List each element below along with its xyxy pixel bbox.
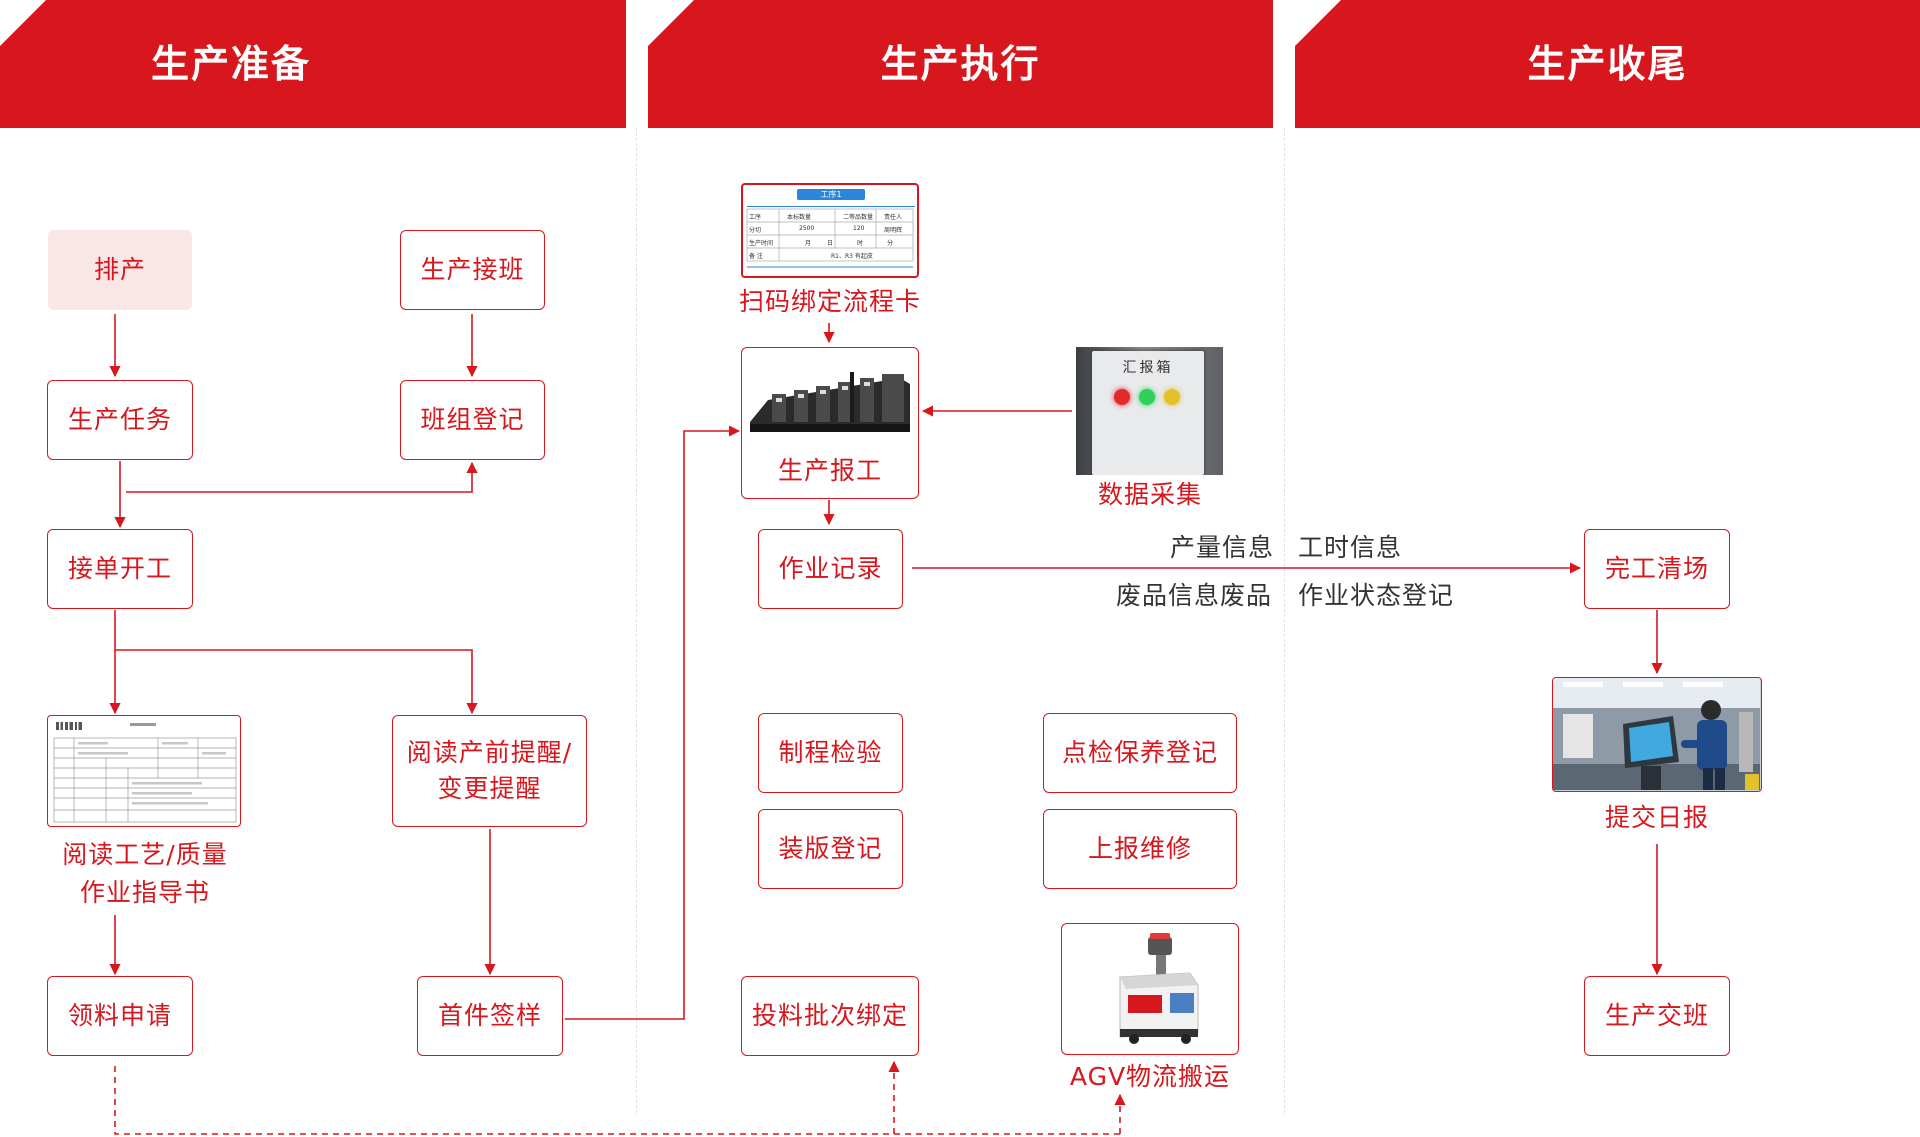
yellow-lamp bbox=[1164, 389, 1180, 405]
read-process-label: 阅读工艺/质量 作业指导书 bbox=[20, 836, 270, 912]
shift-handover-box: 生产交班 bbox=[1584, 976, 1730, 1056]
process-card-icon: 工序1 工序 本标数量 二等品数量 责任人 分切 2500 120 周明辉 生产… bbox=[741, 183, 919, 278]
work-instruction-drawing bbox=[53, 722, 237, 823]
card-r2v2: 日 bbox=[827, 240, 834, 247]
material-request-label: 领料申请 bbox=[67, 1001, 172, 1030]
job-record-box: 作业记录 bbox=[758, 529, 903, 609]
card-r1c1: 分切 bbox=[749, 227, 762, 234]
plate-register-label: 装版登记 bbox=[778, 834, 883, 863]
header-prepare: 生产准备 bbox=[0, 0, 626, 128]
card-r1c3: 120 bbox=[853, 225, 865, 232]
card-r2v1: 月 bbox=[805, 240, 812, 247]
report-box-name: 汇报箱 bbox=[1122, 360, 1174, 376]
card-title: 工序1 bbox=[797, 189, 865, 200]
column-separator bbox=[1284, 128, 1285, 1113]
completion-clear-label: 完工清场 bbox=[1604, 554, 1709, 583]
card-h2: 本标数量 bbox=[787, 214, 812, 221]
report-work-box: 生产报工 bbox=[741, 347, 919, 499]
task-label: 生产任务 bbox=[67, 405, 172, 434]
read-process-line2: 作业指导书 bbox=[79, 878, 210, 907]
schedule-label: 排产 bbox=[93, 255, 146, 284]
green-lamp bbox=[1139, 389, 1155, 405]
operator-terminal-icon bbox=[1552, 677, 1762, 792]
repair-report-box: 上报维修 bbox=[1043, 809, 1237, 889]
shift-takeover-box: 生产接班 bbox=[400, 230, 545, 310]
agv-label: AGV物流搬运 bbox=[1069, 1062, 1231, 1091]
card-r2-label: 生产时间 bbox=[749, 240, 774, 247]
dashed-material-route bbox=[114, 1066, 1120, 1135]
data-collect-label: 数据采集 bbox=[1097, 480, 1202, 509]
header-finish-shape bbox=[1295, 0, 1920, 128]
process-inspect-box: 制程检验 bbox=[758, 713, 903, 793]
first-sample-label: 首件签样 bbox=[437, 1001, 542, 1030]
header-execute-title: 生产执行 bbox=[880, 42, 1041, 86]
header-prepare-title: 生产准备 bbox=[150, 42, 311, 86]
header-finish: 生产收尾 bbox=[1295, 0, 1920, 128]
card-r2v4: 分 bbox=[887, 240, 894, 247]
report-box-body bbox=[1092, 351, 1204, 475]
printing-press-icon bbox=[750, 360, 910, 432]
report-box-icon: 汇报箱 bbox=[1076, 347, 1223, 475]
operator-terminal-drawing bbox=[1553, 678, 1760, 790]
read-reminder-line1: 阅读产前提醒/ bbox=[406, 738, 573, 767]
report-work-label: 生产报工 bbox=[777, 456, 882, 485]
shift-takeover-label: 生产接班 bbox=[420, 255, 525, 284]
start-order-label: 接单开工 bbox=[67, 554, 172, 583]
shift-handover-label: 生产交班 bbox=[1604, 1001, 1709, 1030]
completion-clear-box: 完工清场 bbox=[1584, 529, 1730, 609]
card-h3: 二等品数量 bbox=[843, 214, 874, 221]
material-batch-bind-label: 投料批次绑定 bbox=[751, 1001, 908, 1030]
arrow-task-team bbox=[126, 461, 478, 493]
agv-box bbox=[1061, 923, 1239, 1055]
red-lamp bbox=[1114, 389, 1130, 405]
card-h1: 工序 bbox=[749, 214, 762, 221]
card-h4: 责任人 bbox=[884, 214, 903, 221]
card-rule bbox=[747, 206, 915, 207]
maintenance-register-label: 点检保养登记 bbox=[1061, 738, 1218, 767]
submit-daily-label: 提交日报 bbox=[1604, 803, 1709, 832]
team-register-label: 班组登记 bbox=[420, 405, 525, 434]
note-output-info: 产量信息 bbox=[1170, 533, 1275, 562]
read-reminder-box: 阅读产前提醒/ 变更提醒 bbox=[392, 715, 587, 827]
schedule-box: 排产 bbox=[48, 230, 192, 310]
note-scrap-info: 废品信息废品 bbox=[1116, 581, 1273, 610]
note-time-info: 工时信息 bbox=[1298, 533, 1403, 562]
card-r1c2: 2500 bbox=[799, 225, 815, 232]
card-r2v3: 时 bbox=[857, 240, 864, 247]
task-box: 生产任务 bbox=[47, 380, 193, 460]
card-grid bbox=[746, 208, 914, 268]
repair-report-label: 上报维修 bbox=[1087, 834, 1192, 863]
material-batch-bind-box: 投料批次绑定 bbox=[741, 976, 919, 1056]
job-record-label: 作业记录 bbox=[778, 554, 883, 583]
plate-register-box: 装版登记 bbox=[758, 809, 903, 889]
header-finish-title: 生产收尾 bbox=[1527, 42, 1688, 86]
first-sample-box: 首件签样 bbox=[417, 976, 563, 1056]
agv-robot-icon bbox=[1119, 933, 1199, 1044]
scan-bind-label: 扫码绑定流程卡 bbox=[738, 287, 921, 316]
material-request-box: 领料申请 bbox=[47, 976, 193, 1056]
header-prepare-shape bbox=[0, 0, 626, 128]
note-job-status: 作业状态登记 bbox=[1298, 581, 1455, 610]
card-r3-label: 备 注 bbox=[749, 253, 763, 260]
team-register-box: 班组登记 bbox=[400, 380, 545, 460]
arrow-sample-report bbox=[565, 425, 741, 1020]
header-execute-shape bbox=[648, 0, 1273, 128]
card-r1c4: 周明辉 bbox=[884, 227, 903, 234]
maintenance-register-box: 点检保养登记 bbox=[1043, 713, 1237, 793]
column-separator bbox=[636, 128, 637, 1113]
arrow-to-read-reminder bbox=[115, 649, 478, 715]
start-order-box: 接单开工 bbox=[47, 529, 193, 609]
read-process-line1: 阅读工艺/质量 bbox=[62, 840, 228, 869]
process-inspect-label: 制程检验 bbox=[778, 738, 883, 767]
card-r3-value: R1、R3 有起皮 bbox=[831, 253, 873, 260]
header-execute: 生产执行 bbox=[648, 0, 1273, 128]
read-reminder-line2: 变更提醒 bbox=[437, 774, 542, 803]
work-instruction-icon bbox=[47, 715, 241, 827]
